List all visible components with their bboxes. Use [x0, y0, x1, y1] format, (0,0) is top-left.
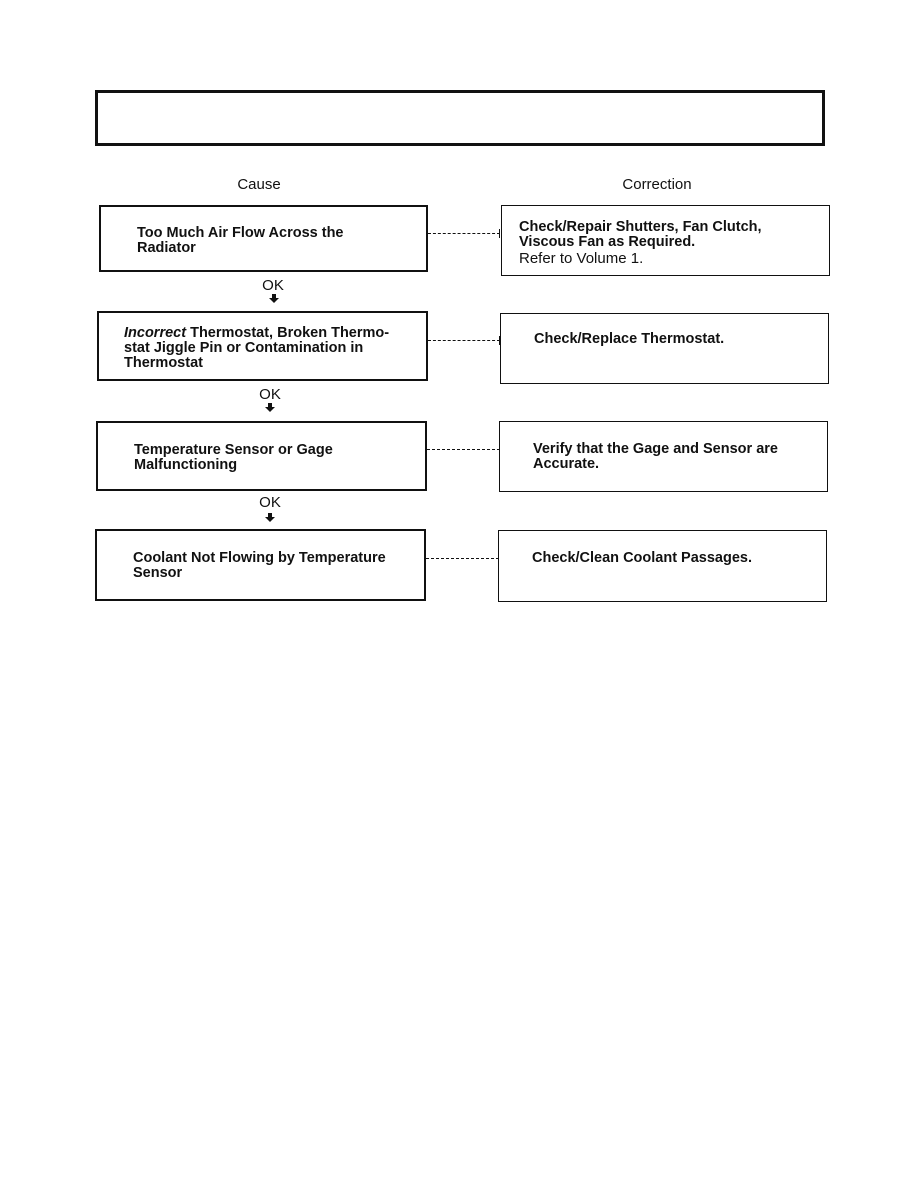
connector-line-4: [426, 554, 499, 563]
cause-4-line-1: Coolant Not Flowing by Temperature: [133, 550, 386, 566]
cause-1-line-1: Too Much Air Flow Across the: [137, 225, 344, 241]
cause-box-2: Incorrect Thermostat, Broken Thermo- sta…: [97, 311, 428, 381]
correction-1-line-2: Viscous Fan as Required.: [519, 234, 696, 250]
cause-3-line-2: Malfunctioning: [134, 457, 238, 473]
correction-box-4: Check/Clean Coolant Passages.: [498, 530, 827, 602]
cause-2-line-2: stat Jiggle Pin or Contamination in: [124, 340, 364, 356]
down-arrow-icon-1: [269, 294, 279, 303]
correction-2-line-1: Check/Replace Thermostat.: [534, 331, 725, 347]
correction-4-line-1: Check/Clean Coolant Passages.: [532, 550, 752, 566]
correction-3-line-2: Accurate.: [533, 456, 600, 472]
correction-box-2: Check/Replace Thermostat.: [500, 313, 829, 384]
correction-box-3: Verify that the Gage and Sensor are Accu…: [499, 421, 828, 492]
correction-3-line-1: Verify that the Gage and Sensor are: [533, 441, 778, 457]
title-box: [95, 90, 825, 146]
cause-3-line-1: Temperature Sensor or Gage: [134, 442, 333, 458]
ok-label-1: OK: [262, 277, 284, 294]
connector-line-3: [427, 445, 500, 454]
cause-box-1: Too Much Air Flow Across the Radiator: [99, 205, 428, 272]
cause-4-line-2: Sensor: [133, 565, 183, 581]
cause-column-header: Cause: [237, 176, 281, 193]
down-arrow-icon-2: [265, 403, 275, 412]
correction-column-header: Correction: [622, 176, 692, 193]
cause-box-3: Temperature Sensor or Gage Malfunctionin…: [96, 421, 427, 491]
correction-1-line-1: Check/Repair Shutters, Fan Clutch,: [519, 219, 762, 235]
connector-line-1: [428, 229, 500, 238]
cause-2-line-3: Thermostat: [124, 355, 203, 371]
down-arrow-icon-3: [265, 513, 275, 522]
ok-label-2: OK: [259, 386, 281, 403]
correction-1-line-3: Refer to Volume 1.: [519, 250, 644, 267]
ok-label-3: OK: [259, 494, 281, 511]
connector-line-2: [428, 336, 500, 345]
cause-box-4: Coolant Not Flowing by Temperature Senso…: [95, 529, 426, 601]
cause-2-line-1: Incorrect Thermostat, Broken Thermo-: [124, 325, 390, 341]
cause-1-line-2: Radiator: [137, 240, 196, 256]
correction-box-1: Check/Repair Shutters, Fan Clutch, Visco…: [501, 205, 830, 276]
